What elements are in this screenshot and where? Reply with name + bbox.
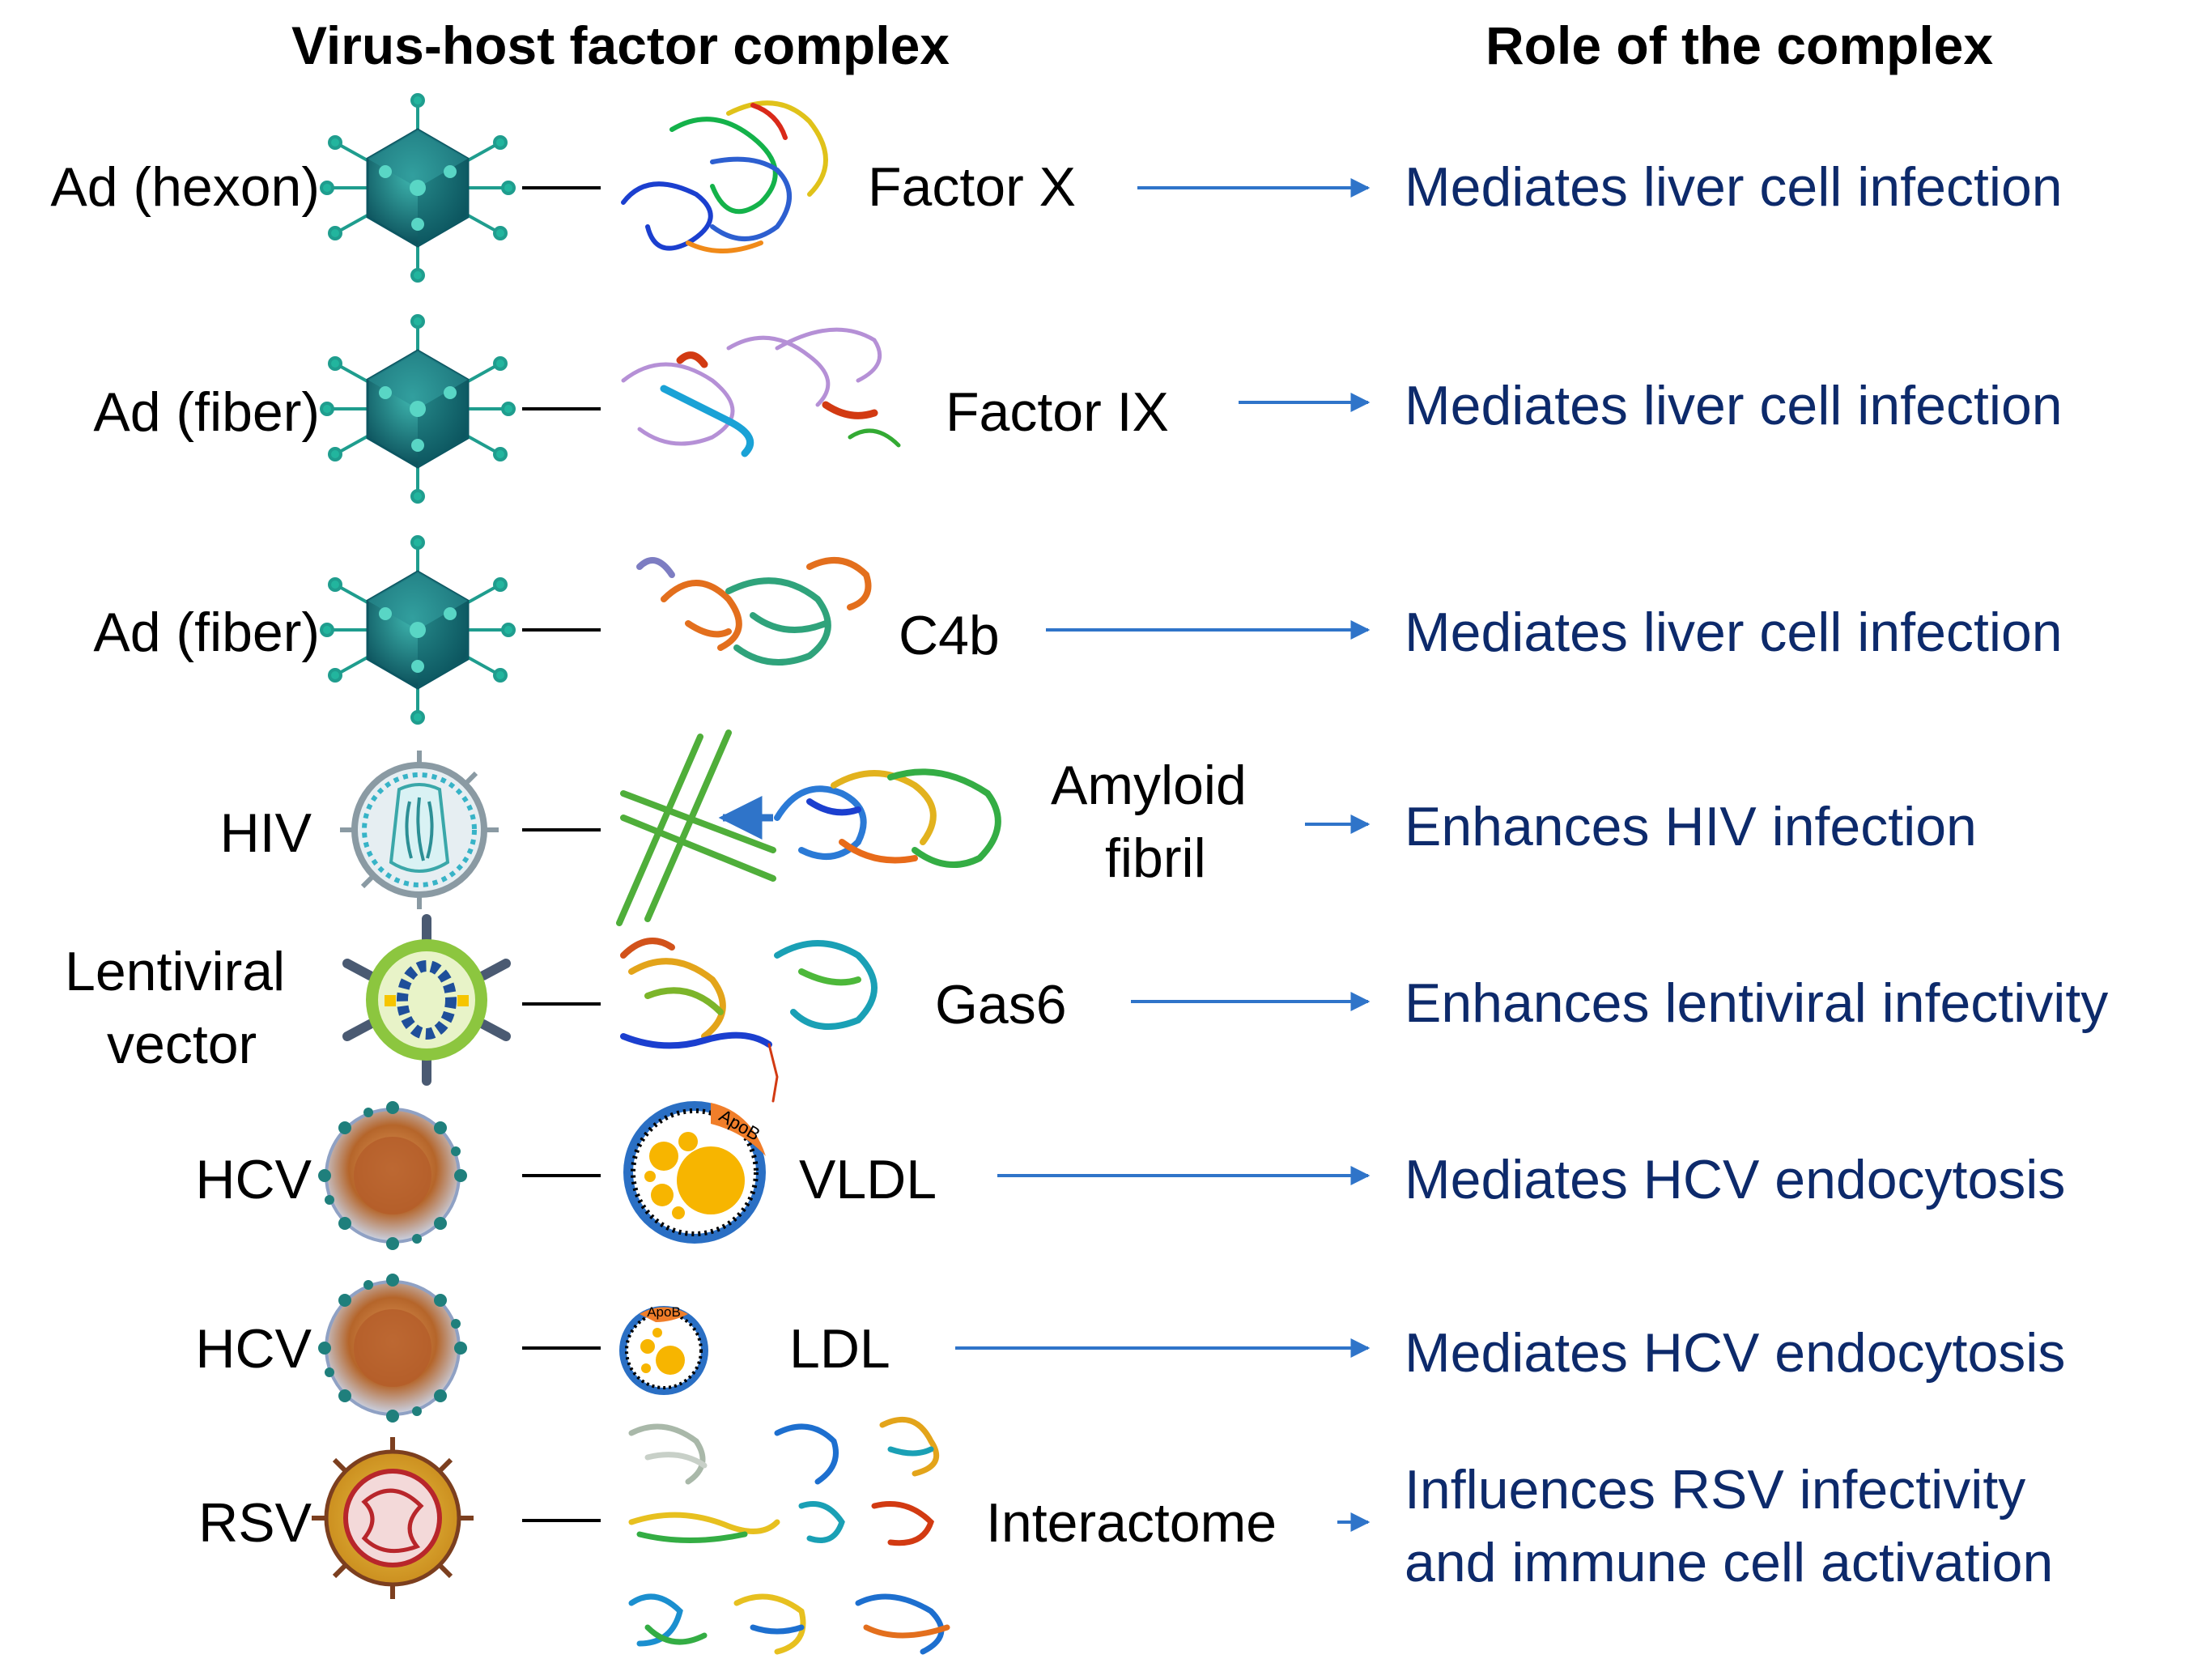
amyloid-fibril-icon (616, 729, 1001, 926)
host-label-interactome: Interactome (986, 1492, 1277, 1554)
host-label-vldl: VLDL (799, 1149, 937, 1210)
hcv-icon (317, 1272, 469, 1424)
virus-label-ad-fiber-1: Ad (fiber) (93, 381, 320, 443)
role-label-3: Mediates liver cell infection (1405, 602, 2063, 663)
rsv-icon (312, 1437, 474, 1599)
role-label-6: Mediates HCV endocytosis (1405, 1149, 2066, 1210)
header-complex: Virus-host factor complex (291, 15, 950, 75)
virus-label-lentiviral-2: vector (107, 1014, 257, 1075)
role-label-8a: Influences RSV infectivity (1405, 1459, 2026, 1521)
host-label-factor-x: Factor X (868, 156, 1076, 218)
virus-label-ad-fiber-2: Ad (fiber) (93, 602, 320, 663)
header-role: Role of the complex (1485, 15, 1994, 75)
adenovirus-fiber-icon (320, 535, 516, 725)
lentiviral-vector-icon (342, 914, 511, 1086)
role-label-7: Mediates HCV endocytosis (1405, 1322, 2066, 1384)
gas6-protein-icon (620, 938, 878, 1103)
host-label-factor-ix: Factor IX (946, 381, 1169, 443)
factor-ix-protein-icon (621, 327, 901, 457)
role-label-8b: and immune cell activation (1405, 1532, 2054, 1593)
virus-label-hcv-2: HCV (195, 1318, 312, 1380)
role-label-4: Enhances HIV infection (1405, 796, 1977, 857)
host-label-c4b: C4b (899, 605, 1000, 666)
factor-x-protein-icon (621, 100, 828, 253)
virus-label-rsv: RSV (198, 1492, 312, 1554)
role-arrows (955, 178, 1371, 1532)
virus-label-lentiviral-1: Lentiviral (65, 941, 286, 1002)
host-label-amyloid: Amyloid (1051, 755, 1247, 816)
hiv-icon (340, 751, 499, 909)
host-label-ldl: LDL (789, 1318, 890, 1380)
virus-label-hiv: HIV (219, 802, 312, 864)
connector-lines (522, 186, 601, 1522)
role-label-5: Enhances lentiviral infectivity (1405, 972, 2109, 1034)
ldl-particle-icon: ApoB (619, 1304, 708, 1395)
adenovirus-fiber-icon (320, 314, 516, 504)
role-label-2: Mediates liver cell infection (1405, 375, 2063, 436)
host-label-gas6: Gas6 (935, 974, 1067, 1036)
interactome-proteins-icon (628, 1416, 950, 1655)
vldl-particle-icon: ApoB (623, 1101, 766, 1244)
host-label-fibril: fibril (1105, 827, 1206, 889)
adenovirus-hexon-icon (320, 93, 516, 283)
role-label-1: Mediates liver cell infection (1405, 156, 2063, 218)
apob-label: ApoB (647, 1304, 681, 1320)
virus-label-ad-hexon: Ad (hexon) (50, 156, 320, 218)
c4b-protein-icon (636, 557, 872, 666)
hcv-icon (317, 1099, 469, 1252)
virus-label-hcv-1: HCV (195, 1149, 312, 1210)
